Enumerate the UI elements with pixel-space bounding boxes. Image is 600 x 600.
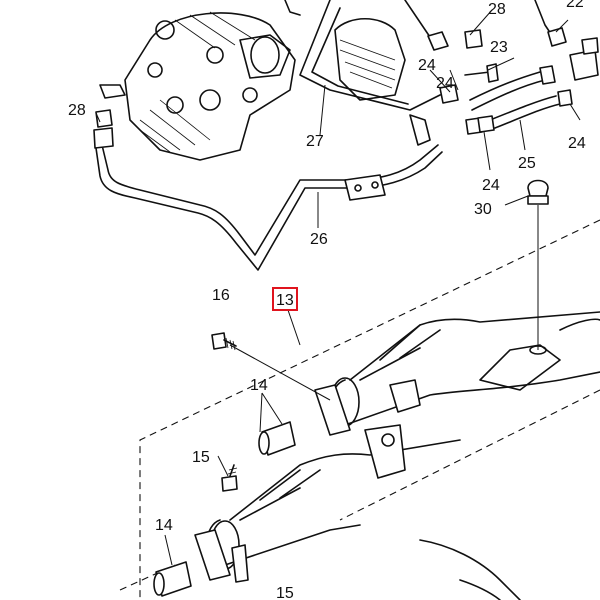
gasket-upper	[258, 421, 296, 456]
callout-25: 25	[518, 155, 536, 172]
callout-24-d: 24	[436, 75, 454, 92]
callout-16: 16	[212, 287, 230, 304]
callout-24-b: 24	[568, 135, 586, 152]
callout-13: 13	[276, 292, 294, 309]
callout-24-c: 24	[482, 177, 500, 194]
callout-13-highlight-box	[272, 287, 298, 311]
callout-15-top: 15	[192, 449, 210, 466]
cap-nut	[527, 179, 549, 205]
clamp-lower	[194, 529, 249, 583]
leader-lines	[95, 9, 581, 566]
callout-22: 22	[566, 0, 584, 11]
engine-cylinder-head	[99, 11, 296, 161]
callout-28-top: 28	[488, 1, 506, 18]
callout-23: 23	[490, 39, 508, 56]
muffler-lower	[206, 439, 521, 600]
callout-14-bottom: 14	[155, 517, 173, 534]
muffler-upper	[330, 205, 600, 427]
callout-24-a: 24	[418, 57, 436, 74]
assembly-outline	[119, 219, 600, 600]
callout-14-top: 14	[250, 377, 268, 394]
gasket-lower	[153, 561, 192, 597]
callout-26: 26	[310, 231, 328, 248]
breather-hoses	[284, 0, 599, 135]
bolt-16	[211, 332, 237, 351]
bolt-15-upper	[221, 464, 238, 492]
intake-case	[299, 0, 441, 146]
breather-pipe	[93, 109, 443, 271]
clamp-upper	[314, 379, 421, 479]
callout-15-bottom: 15	[276, 585, 294, 600]
callout-30: 30	[474, 201, 492, 218]
callout-28-left: 28	[68, 102, 86, 119]
callout-labels: 22 28 28 23 24 24 24 27 25 30 26 16 13 1…	[68, 0, 586, 600]
callout-27: 27	[306, 133, 324, 150]
